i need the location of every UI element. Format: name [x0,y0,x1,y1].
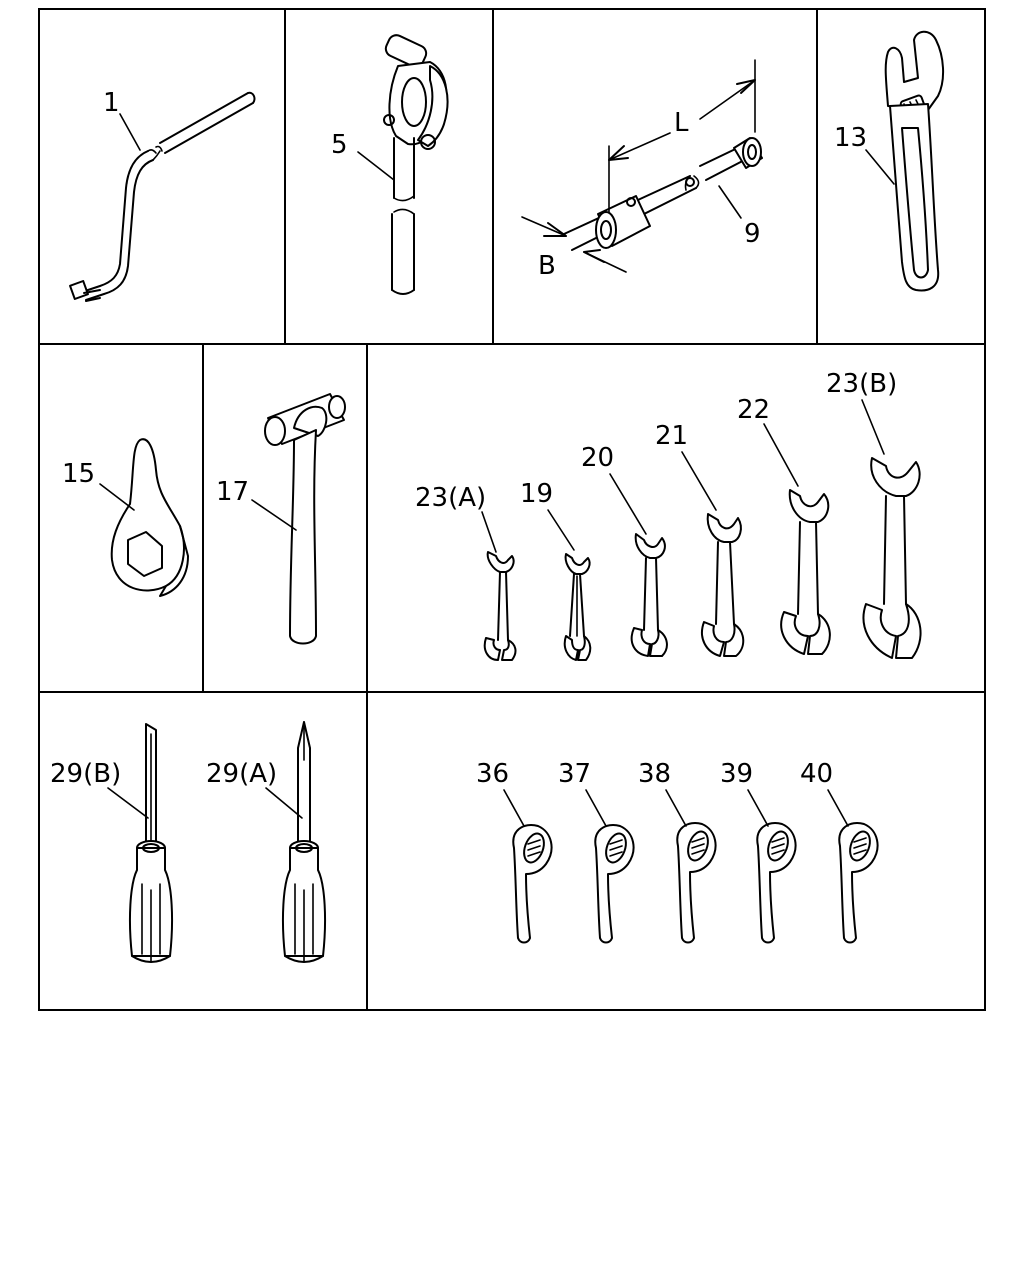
label-part-21: 21 [655,421,688,451]
part-36-ring-spanner [512,824,553,944]
label-dimension-l: L [674,108,689,138]
label-dimension-b: B [538,251,556,281]
part-9-socket-wrench [521,59,763,273]
part-1-crank-handle [69,91,256,302]
part-labels: 1 5 L B 9 13 15 17 23(A) 19 20 21 22 23(… [50,88,897,789]
label-part-40: 40 [800,759,833,789]
label-part-9: 9 [744,219,761,249]
part-20-spanner [630,533,668,657]
label-part-38: 38 [638,759,671,789]
label-part-15: 15 [62,459,95,489]
label-part-20: 20 [581,443,614,473]
part-39-ring-spanner [756,822,797,944]
part-23a-spanner [483,551,517,661]
leader-lines [99,113,895,827]
part-5-box-spanner [383,34,449,295]
label-part-22: 22 [737,395,770,425]
label-part-29b: 29(B) [50,759,121,789]
label-part-13: 13 [834,123,867,153]
part-29b-flat-screwdriver [128,723,174,963]
label-part-23a: 23(A) [415,483,486,513]
label-part-17: 17 [216,477,249,507]
label-part-23b: 23(B) [826,369,897,399]
part-19-spanner [563,553,592,661]
label-part-29a: 29(A) [206,759,277,789]
label-part-39: 39 [720,759,753,789]
part-23b-spanner [862,457,922,659]
label-part-5: 5 [331,130,348,160]
part-22-spanner [780,489,831,655]
label-part-19: 19 [520,479,553,509]
label-part-1: 1 [103,88,120,118]
part-15-hex-spanner [110,438,189,597]
part-29a-phillips-screwdriver [281,721,327,963]
part-40-ring-spanner [838,822,879,944]
part-21-spanner [701,513,745,657]
label-part-36: 36 [476,759,509,789]
diagram-frame [38,8,986,1011]
part-13-adjustable-wrench [884,30,944,292]
part-17-hammer [264,393,346,645]
part-37-ring-spanner [594,824,635,944]
label-part-37: 37 [558,759,591,789]
part-38-ring-spanner [676,822,717,944]
